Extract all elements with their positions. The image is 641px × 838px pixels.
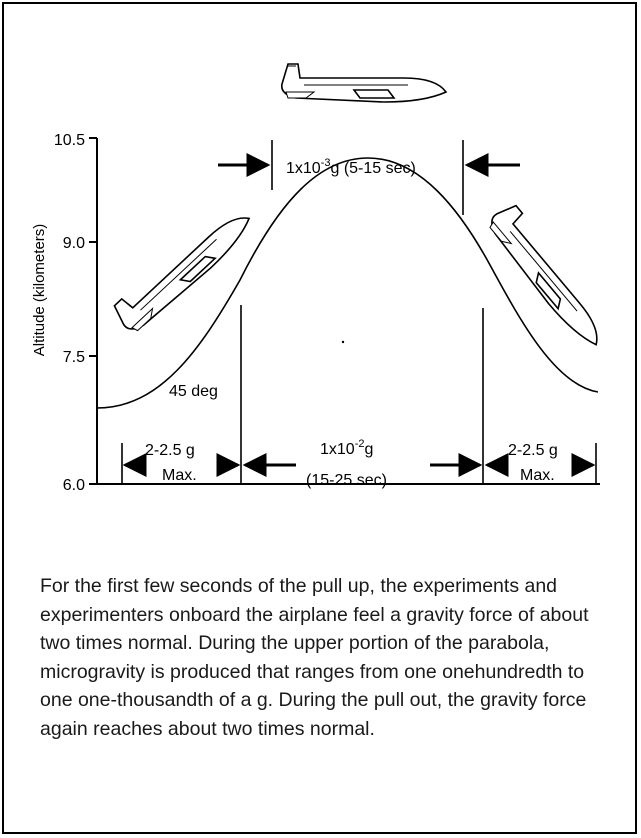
tick-label-7-5: 7.5 (63, 349, 85, 366)
arrows (122, 153, 596, 477)
speck-mark (341, 340, 345, 344)
tick-label-10-5: 10.5 (54, 132, 85, 149)
airplane-right-icon (489, 204, 598, 346)
label-pitch-angle: 45 deg (169, 383, 218, 400)
tick-label-6-0: 6.0 (63, 477, 85, 494)
label-microgravity-center: 1x10-2g (320, 438, 373, 458)
tick-label-9-0: 9.0 (63, 235, 85, 252)
airplane-top-icon (280, 63, 448, 103)
airplane-left-icon (113, 217, 251, 332)
figure-caption: For the first few seconds of the pull up… (40, 575, 589, 740)
label-right-max: Max. (520, 467, 555, 484)
label-center-duration: (15-25 sec) (306, 472, 387, 489)
parabolic-flight-diagram: 10.5 9.0 7.5 6.0 Altitude (kilometers) 1… (31, 63, 600, 494)
y-axis-label: Altitude (kilometers) (31, 224, 48, 357)
label-left-g: 2-2.5 g (145, 442, 195, 459)
flight-path-curve (96, 157, 599, 409)
label-right-g: 2-2.5 g (508, 442, 558, 459)
y-axis: 10.5 9.0 7.5 6.0 Altitude (kilometers) (31, 132, 600, 494)
label-microgravity-top: 1x10-3g (5-15 sec) (286, 157, 416, 177)
phase-dividers (121, 140, 597, 484)
label-left-max: Max. (162, 467, 197, 484)
